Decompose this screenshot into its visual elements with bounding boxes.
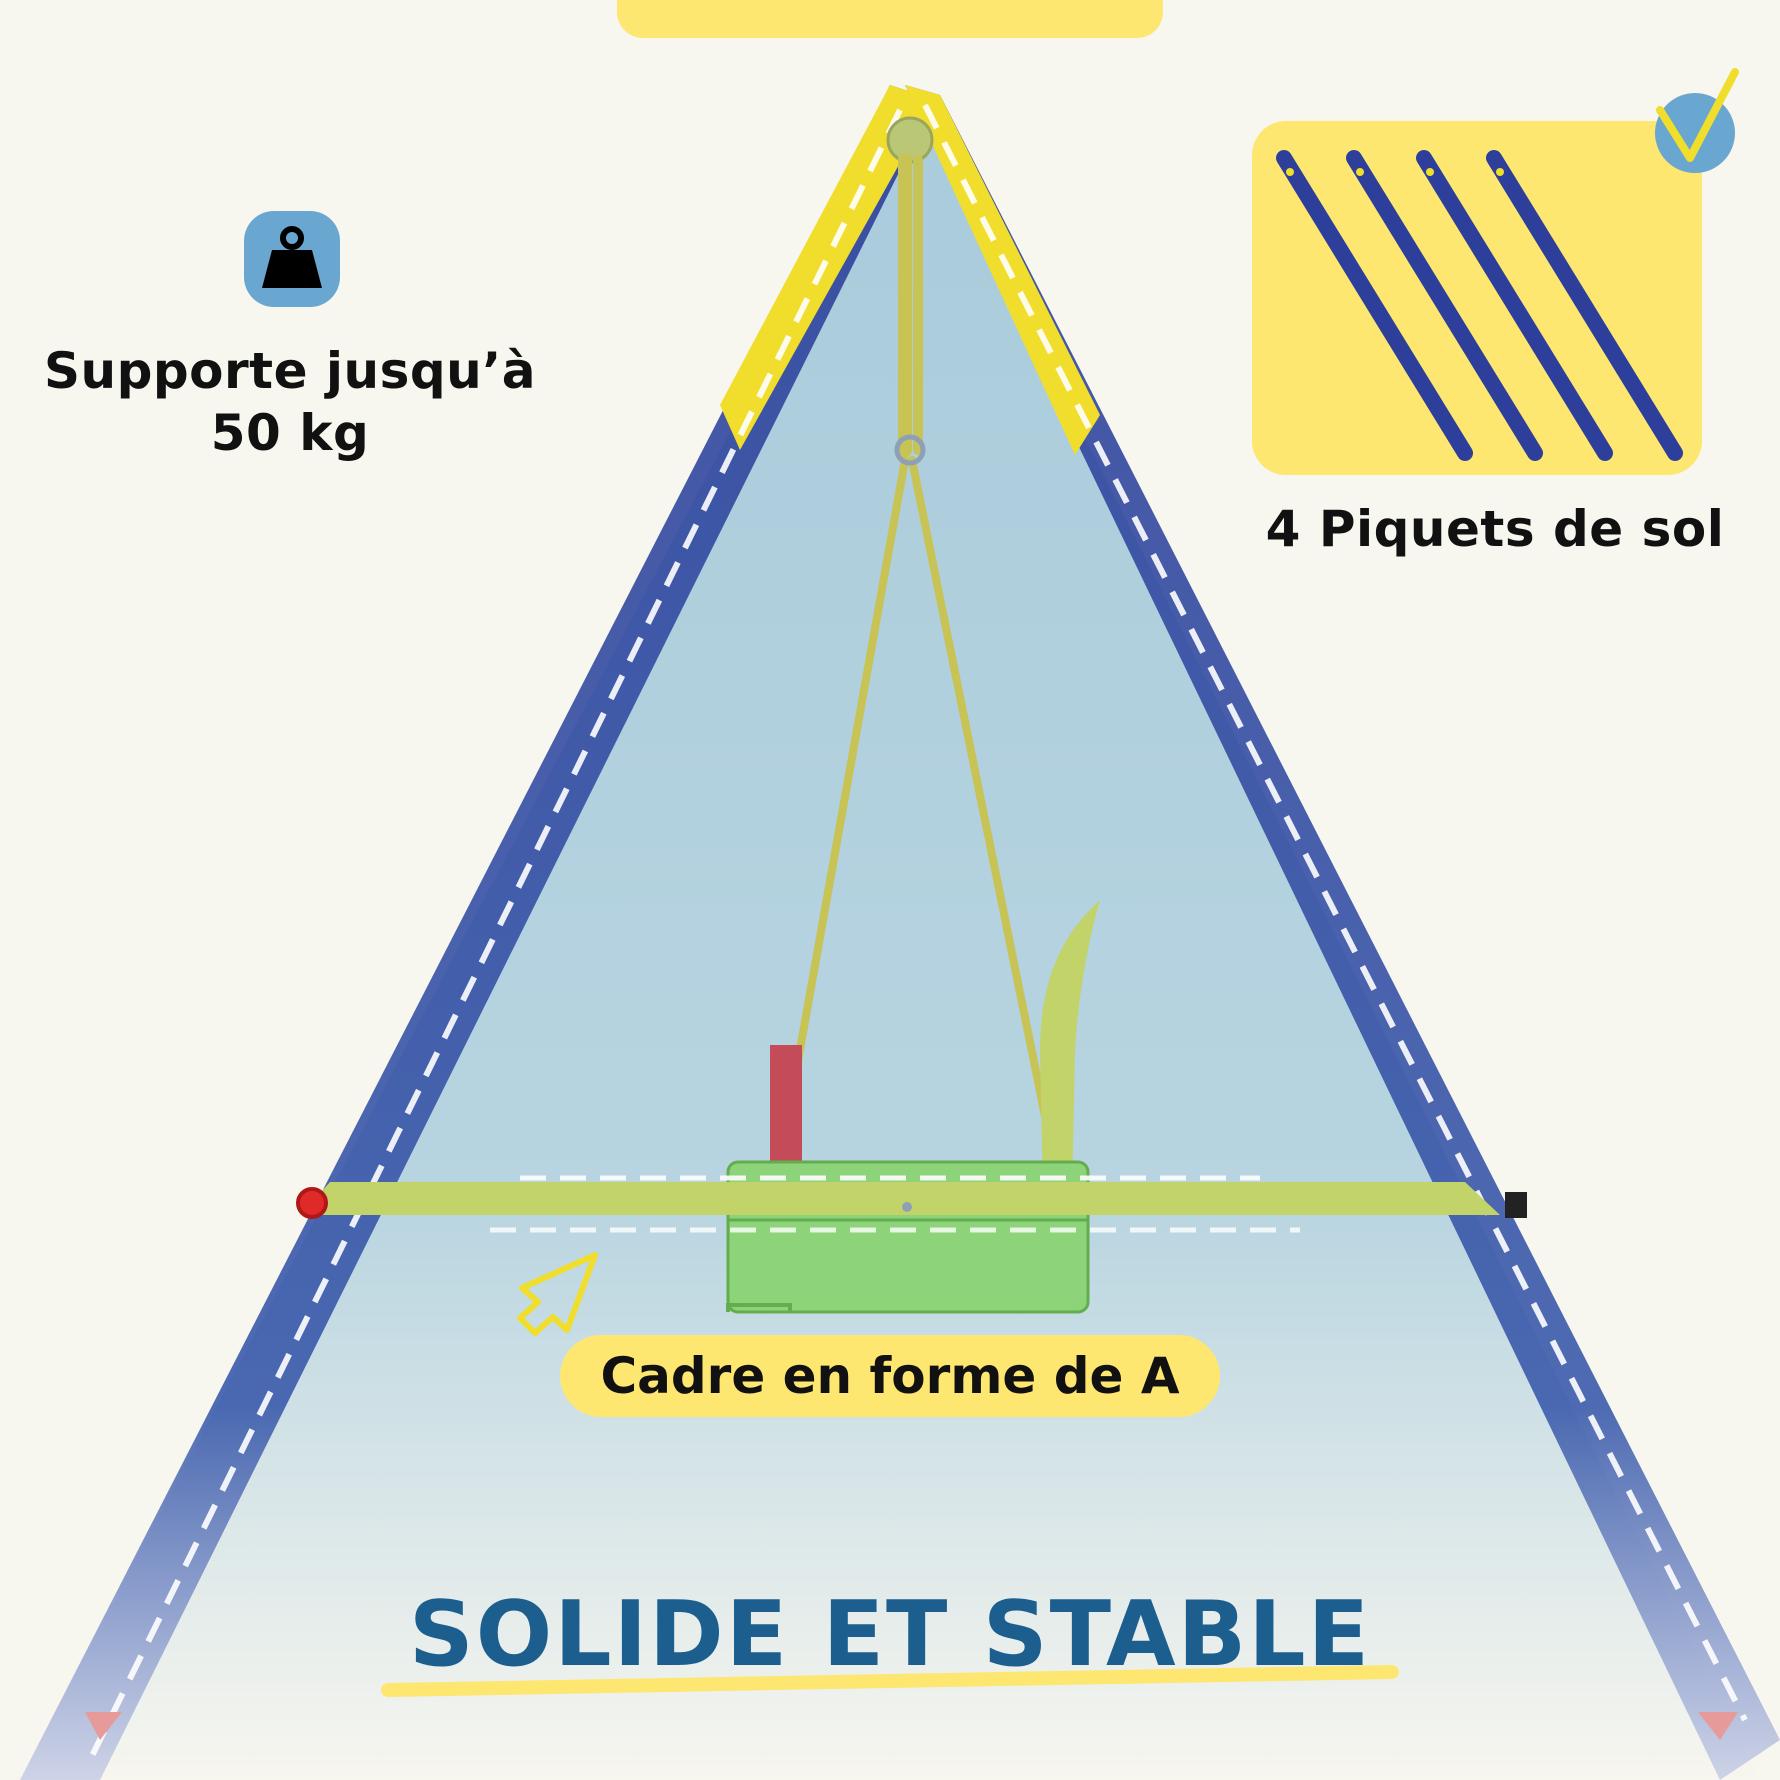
top-tab-decoration [617, 0, 1163, 38]
red-bolt [296, 1187, 328, 1219]
weight-icon [244, 211, 340, 307]
rope-ring [894, 434, 926, 466]
pointer-cursor-icon [517, 1252, 598, 1336]
frame-interior [20, 90, 1760, 1780]
headline: SOLIDE ET STABLE [408, 1582, 1372, 1687]
headline-underline [381, 1665, 1399, 1697]
left-leg [20, 85, 935, 1780]
weight-capacity-line2: 50 kg [210, 404, 370, 462]
ground-stakes-label: 4 Piquets de sol [1265, 500, 1725, 558]
weight-capacity-line1: Supporte jusqu’à [43, 342, 537, 400]
frame-type-label: Cadre en forme de A [600, 1347, 1180, 1405]
frame-type-pill: Cadre en forme de A [560, 1335, 1220, 1417]
right-leg [905, 85, 1780, 1780]
weight-capacity-label: Supporte jusqu’à 50 kg [30, 340, 550, 464]
base-joint-right [1698, 1712, 1738, 1740]
cross-bar [300, 1175, 1500, 1233]
black-bolt [1505, 1192, 1527, 1218]
ground-stakes-icon [1252, 121, 1702, 475]
swing-ropes [771, 153, 1064, 1194]
check-badge-icon [1655, 68, 1739, 173]
base-joint-left [85, 1712, 122, 1740]
